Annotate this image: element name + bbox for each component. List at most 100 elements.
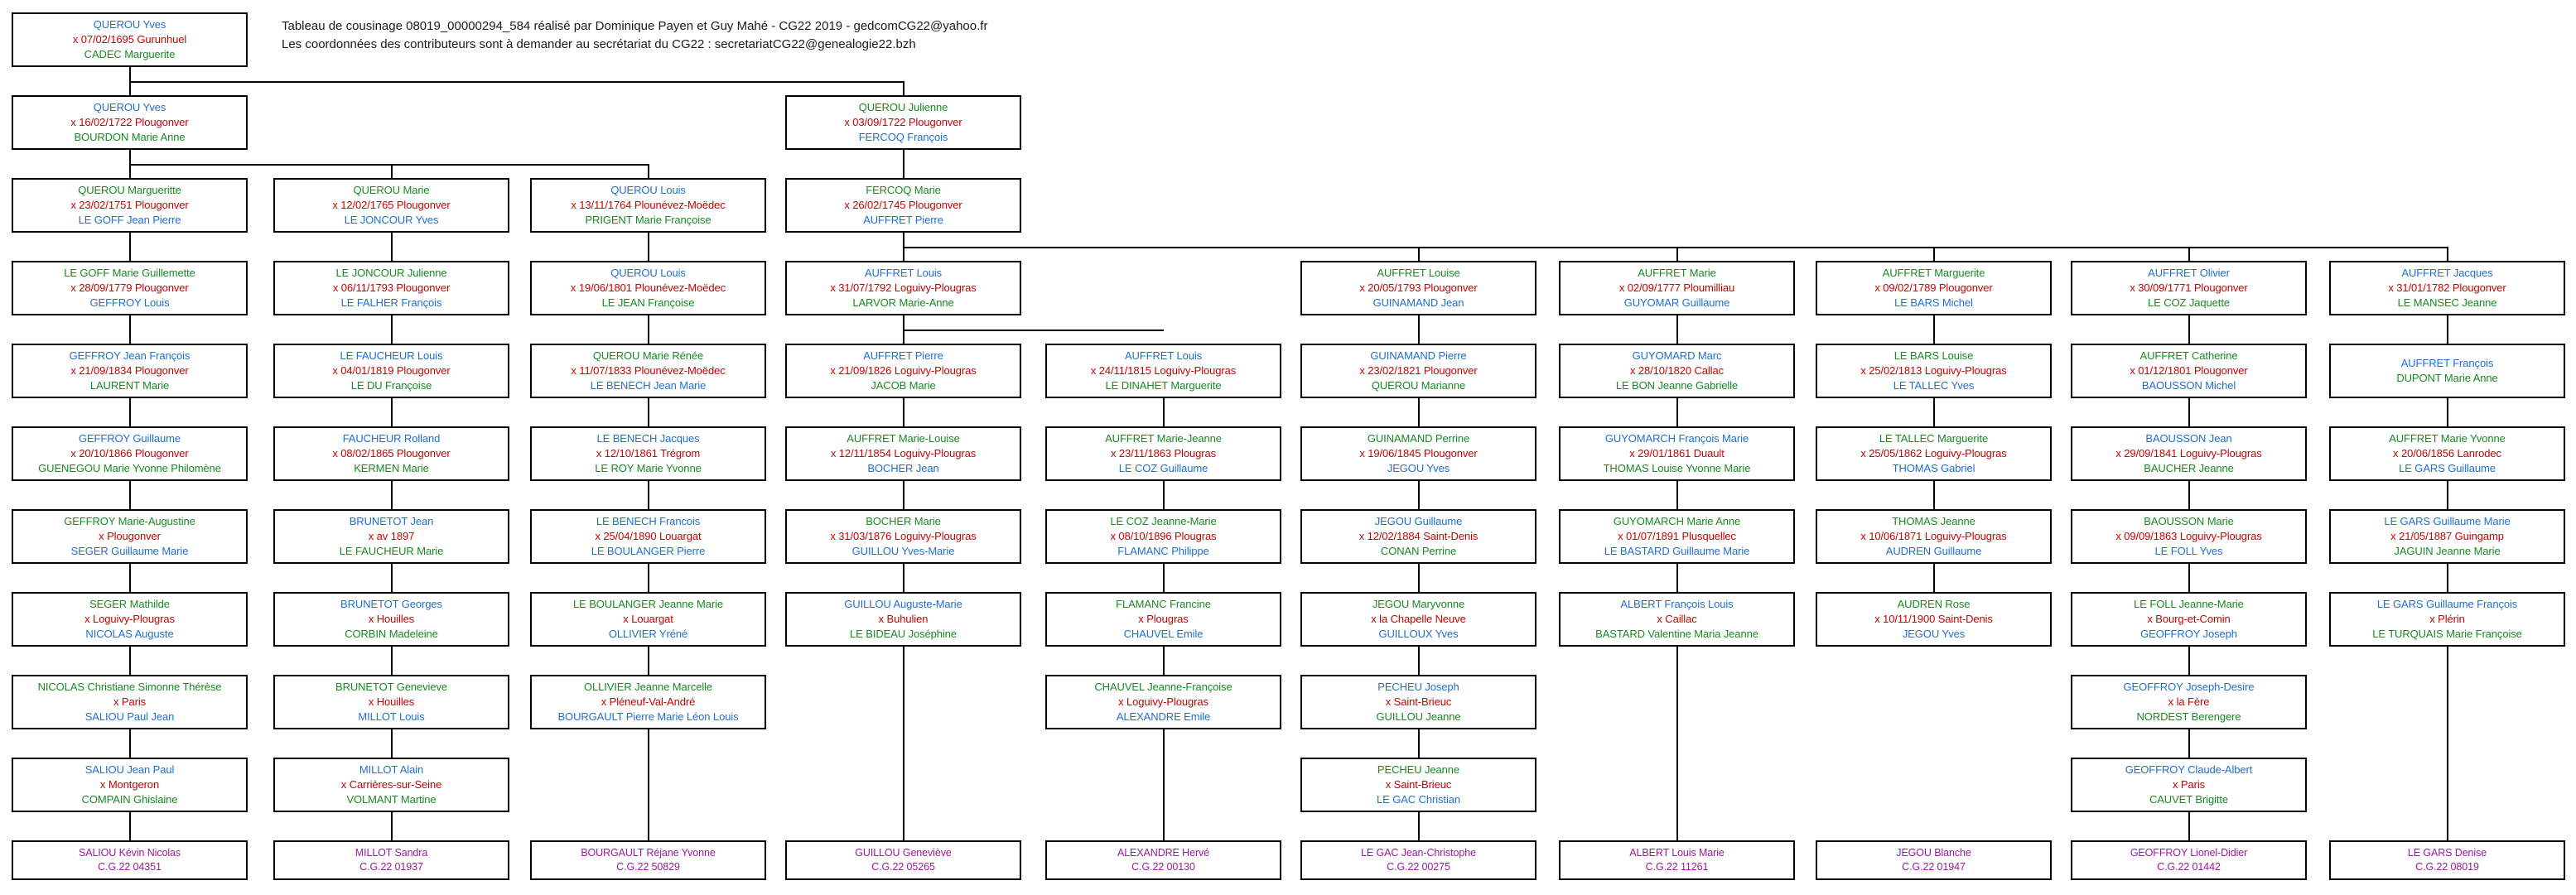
- person-name-bottom: GUYOMAR Guillaume: [1623, 296, 1730, 309]
- person-name-bottom: MILLOT Louis: [358, 710, 425, 723]
- union-line: x Loguivy-Plougras: [84, 613, 175, 626]
- connector-v: [2188, 564, 2190, 592]
- person-name-top: FAUCHEUR Rolland: [342, 432, 441, 445]
- union-line: x 23/02/1821 Plougonver: [1359, 364, 1478, 378]
- union-line: x Buhulien: [878, 613, 929, 626]
- member-number: C.G.22 01947: [1902, 861, 1966, 873]
- connector-v: [390, 398, 393, 426]
- person-name-top: BOURGAULT Réjane Yvonne: [581, 846, 716, 859]
- member-number: C.G.22 50829: [616, 861, 680, 873]
- connector-v: [128, 812, 131, 840]
- union-line: x Saint-Brieuc: [1385, 778, 1452, 792]
- person-name-bottom: LE BIDEAU Joséphine: [850, 627, 957, 640]
- connector-v: [1676, 315, 1678, 344]
- connector-v: [128, 564, 131, 592]
- person-name-bottom: LE TURQUAIS Marie Françoise: [2372, 627, 2522, 640]
- connector-v: [1417, 398, 1420, 426]
- person-name-bottom: NICOLAS Auguste: [85, 627, 174, 640]
- person-name-bottom: QUEROU Marianne: [1371, 378, 1466, 392]
- union-line: x 03/09/1722 Plougonver: [844, 116, 962, 129]
- member-number: C.G.22 05265: [871, 861, 935, 873]
- union-line: x 12/02/1884 Saint-Denis: [1358, 530, 1479, 543]
- union-line: x 21/05/1887 Guingamp: [2390, 530, 2504, 543]
